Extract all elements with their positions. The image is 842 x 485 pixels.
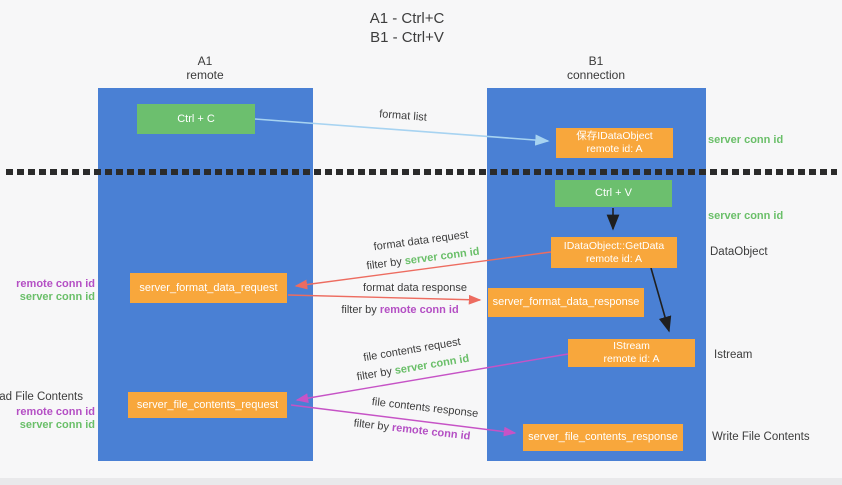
diagram-title: A1 - Ctrl+C B1 - Ctrl+V (0, 9, 814, 47)
lifeline-a1-name: A1 (197, 54, 213, 68)
remote-conn-id-label: remote conn id (16, 278, 95, 290)
node-idataobject-getdata: IDataObject::GetData remote id: A (551, 237, 677, 268)
filter-by-text: filter by (353, 417, 393, 434)
lifeline-header-b1: B1 connection (516, 54, 676, 82)
remote-conn-id-text: remote conn id (379, 304, 459, 316)
save-idataobject-line2: remote id: A (586, 143, 643, 155)
remote-conn-id-label: remote conn id (16, 406, 95, 418)
lifeline-b1-name: B1 (588, 54, 604, 68)
node-istream: IStream remote id: A (568, 339, 695, 367)
node-server-file-contents-response: server_file_contents_response (523, 424, 683, 451)
window-bottom-edge (0, 478, 842, 485)
format-list-label: format list (378, 108, 428, 124)
format-data-response-label: format data response (363, 282, 467, 294)
filter-by-text: filter by (365, 255, 406, 273)
node-ctrl-v: Ctrl + V (555, 180, 672, 207)
read-file-contents-label: Read File Contents (0, 391, 83, 403)
server-conn-id-text: server conn id (404, 245, 481, 268)
lifeline-header-a1: A1 remote (125, 54, 285, 82)
session-divider-dotted-line (6, 169, 837, 175)
ctrl-c-label: Ctrl + C (177, 112, 215, 125)
server-conn-id-label: server conn id (19, 291, 95, 303)
format-response-label: server_format_data_response (492, 296, 640, 308)
format-data-response-arrow (287, 294, 482, 305)
node-ctrl-c: Ctrl + C (137, 104, 255, 134)
istream-side-label: Istream (714, 349, 753, 361)
ctrl-v-label: Ctrl + V (595, 187, 632, 199)
node-server-file-contents-request: server_file_contents_request (128, 392, 287, 418)
file-response-label: server_file_contents_response (528, 431, 678, 443)
title-line-1: A1 - Ctrl+C (369, 10, 445, 27)
format-request-label: server_format_data_request (139, 281, 278, 294)
istream-line2: remote id: A (603, 353, 660, 365)
filter-by-text: filter by (341, 304, 380, 316)
lifeline-a1-role: remote (186, 68, 224, 82)
filter-by-text: filter by (355, 365, 396, 384)
conn-id-pair-bottom: remote conn id server conn id (16, 406, 95, 432)
save-idataobject-line1: 保存IDataObject (576, 130, 653, 142)
istream-line1: IStream (613, 340, 650, 352)
conn-id-pair-top: remote conn id server conn id (16, 278, 95, 304)
node-server-format-data-request: server_format_data_request (130, 273, 287, 303)
lifeline-b1-role: connection (566, 68, 626, 82)
server-conn-id-right-mid: server conn id (708, 210, 784, 222)
getdata-line1: IDataObject::GetData (563, 239, 665, 252)
getdata-line2: remote id: A (585, 252, 643, 265)
format-data-response-filter-label: filter by remote conn id (341, 304, 458, 316)
file-contents-response-label: file contents response (371, 395, 479, 421)
remote-conn-id-text: remote conn id (391, 421, 471, 443)
write-file-contents-label: Write File Contents (712, 431, 810, 443)
node-save-idataobject: 保存IDataObject remote id: A (556, 128, 673, 158)
file-contents-response-filter-label: filter by remote conn id (353, 417, 471, 442)
title-line-2: B1 - Ctrl+V (370, 29, 444, 46)
file-request-label: server_file_contents_request (136, 398, 279, 411)
server-conn-id-label: server conn id (19, 419, 95, 431)
server-conn-id-right-top: server conn id (708, 134, 784, 146)
node-server-format-data-response: server_format_data_response (488, 288, 644, 317)
dataobject-label: DataObject (710, 246, 768, 258)
